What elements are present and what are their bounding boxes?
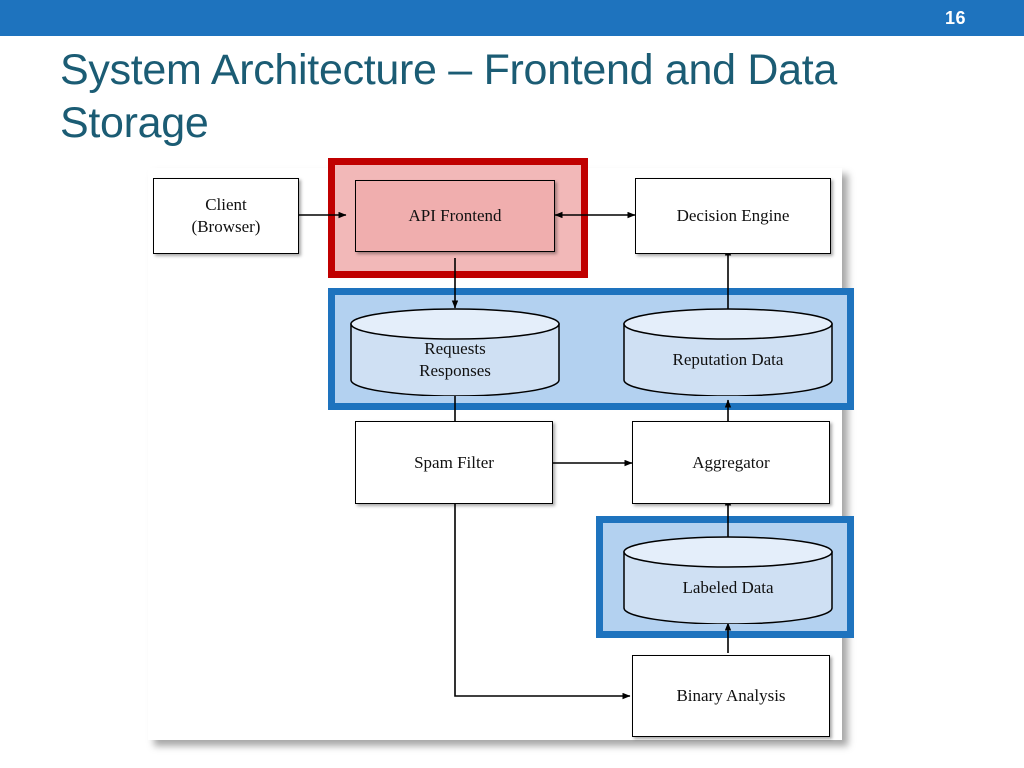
page-title: System Architecture – Frontend and Data … <box>60 46 838 147</box>
datastore-reputation-data-line1: Reputation Data <box>672 350 784 369</box>
datastore-reputation-data[interactable]: Reputation Data <box>622 308 834 396</box>
node-spam-filter[interactable]: Spam Filter <box>355 421 553 504</box>
datastore-requests-responses[interactable]: Requests Responses <box>349 308 561 396</box>
node-api-frontend[interactable]: API Frontend <box>355 180 555 252</box>
node-spam-filter-label: Spam Filter <box>414 452 494 472</box>
slide-number: 16 <box>944 8 966 28</box>
node-client-label-line1: Client <box>205 195 247 214</box>
datastore-requests-responses-line2: Responses <box>419 361 491 380</box>
node-binary-analysis-label: Binary Analysis <box>676 686 786 705</box>
node-decision-engine[interactable]: Decision Engine <box>635 178 831 254</box>
diagram-canvas: Client (Browser) API Frontend Decision E… <box>148 158 854 740</box>
node-binary-analysis[interactable]: Binary Analysis <box>632 655 830 737</box>
datastore-labeled-data-line1: Labeled Data <box>682 578 774 597</box>
node-decision-engine-label: Decision Engine <box>676 206 790 225</box>
top-accent-bar: 16 <box>0 0 1024 36</box>
datastore-labeled-data[interactable]: Labeled Data <box>622 536 834 624</box>
node-client[interactable]: Client (Browser) <box>153 178 299 254</box>
node-api-frontend-label: API Frontend <box>408 206 502 225</box>
datastore-requests-responses-line1: Requests <box>424 339 486 358</box>
node-aggregator[interactable]: Aggregator <box>632 421 830 504</box>
node-client-label-line2: (Browser) <box>191 217 261 236</box>
architecture-diagram: Client (Browser) API Frontend Decision E… <box>148 158 854 740</box>
node-aggregator-label: Aggregator <box>692 452 770 472</box>
